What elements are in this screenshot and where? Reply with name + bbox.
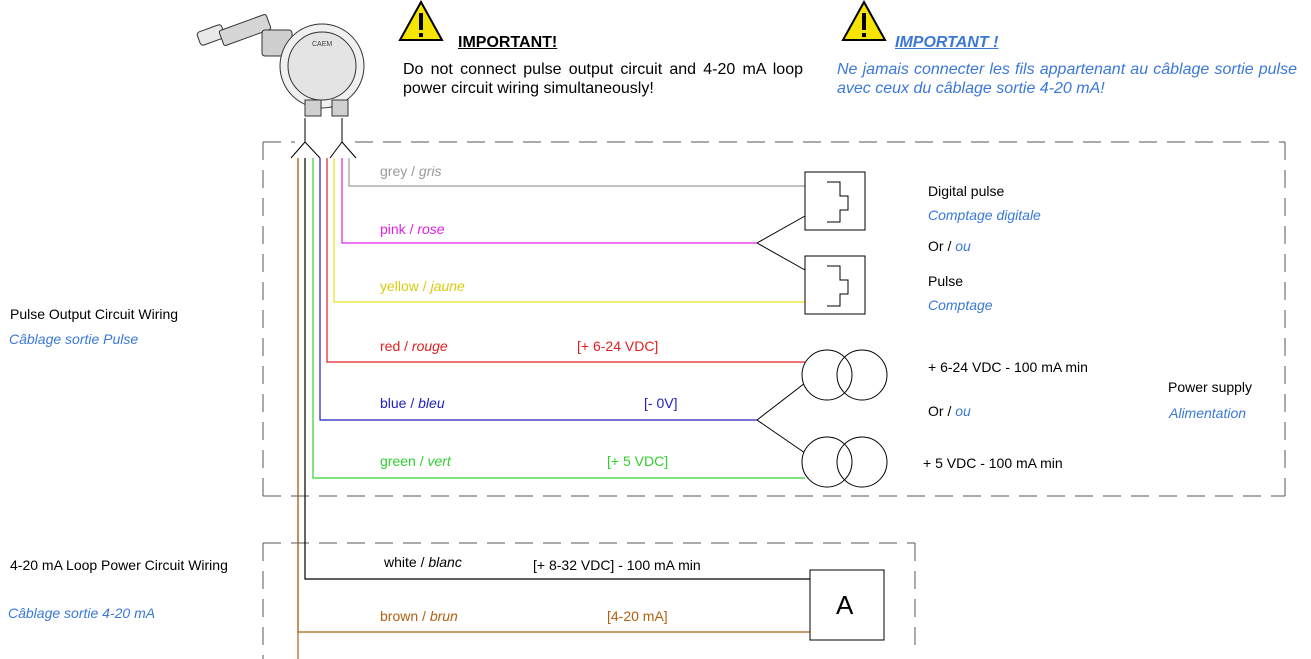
loop-section-label-fr: Câblage sortie 4-20 mA [8,605,156,621]
wire-value-red: [+ 6-24 VDC] [577,338,659,354]
wire-value-blue: [- 0V] [644,395,678,411]
pulse-counter-icon [804,255,866,315]
warning-title-en: IMPORTANT! [458,34,558,51]
supply-label-2: + 5 VDC - 100 mA min [923,455,1063,471]
fork-lines [756,215,806,454]
warning-text-fr: Ne jamais connecter les fils appartenant… [837,61,1297,97]
wire-label-blue: blue / bleu [380,395,445,411]
blue-wire [319,158,757,421]
supply-label-1: + 6-24 VDC - 100 mA min [928,359,1088,375]
warning-text-en: Do not connect pulse output circuit and … [403,61,803,97]
warning-icon-en [398,0,444,41]
power-supply-label-fr: Alimentation [1169,405,1247,421]
pulse-label-fr: Comptage [928,297,993,313]
pink-wire [341,158,757,244]
wire-label-pink: pink / rose [380,221,445,237]
wire-value-green: [+ 5 VDC] [607,453,669,469]
power-supply-label: Power supply [1168,379,1253,395]
wire-label-white: white / blanc [384,554,462,570]
svg-text:CAEM: CAEM [312,41,332,48]
loop-frame [262,542,916,659]
wire-label-red: red / rouge [380,338,448,354]
or-label-1: Or / ou [928,238,971,254]
digital-pulse-label-fr: Comptage digitale [928,207,1041,223]
warning-icon-fr [841,0,887,41]
yellow-wire [333,158,805,303]
wire-label-yellow: yellow / jaune [380,278,465,294]
green-wire [312,158,805,479]
ammeter-icon [809,569,885,641]
power-supply-2-icon [801,436,888,488]
digital-pulse-label: Digital pulse [928,183,1005,199]
power-supply-1-icon [801,349,888,401]
pulse-label: Pulse [928,273,964,289]
wire-label-grey: grey / gris [380,163,442,179]
or-label-2: Or / ou [928,403,971,419]
pulse-frame [262,141,1286,497]
wire-value-white: [+ 8-32 VDC] - 100 mA min [533,557,701,573]
warning-title-fr: IMPORTANT ! [895,34,999,51]
wire-label-brown: brown / brun [380,608,458,624]
pulse-section-label: Pulse Output Circuit Wiring [10,306,179,322]
loop-section-label: 4-20 mA Loop Power Circuit Wiring [10,557,228,573]
cable-fans [290,118,357,159]
pulse-section-label-fr: Câblage sortie Pulse [9,331,139,347]
wires [297,158,810,659]
flow-sensor-icon: CAEM [196,13,365,117]
wire-value-brown: [4-20 mA] [607,608,668,624]
digital-pulse-counter-icon [804,171,866,231]
white-wire [304,158,810,580]
grey-wire [348,158,805,187]
wire-label-green: green / vert [380,453,451,469]
red-wire [326,158,805,363]
ammeter-label: A [836,590,854,620]
brown-wire [297,158,810,633]
